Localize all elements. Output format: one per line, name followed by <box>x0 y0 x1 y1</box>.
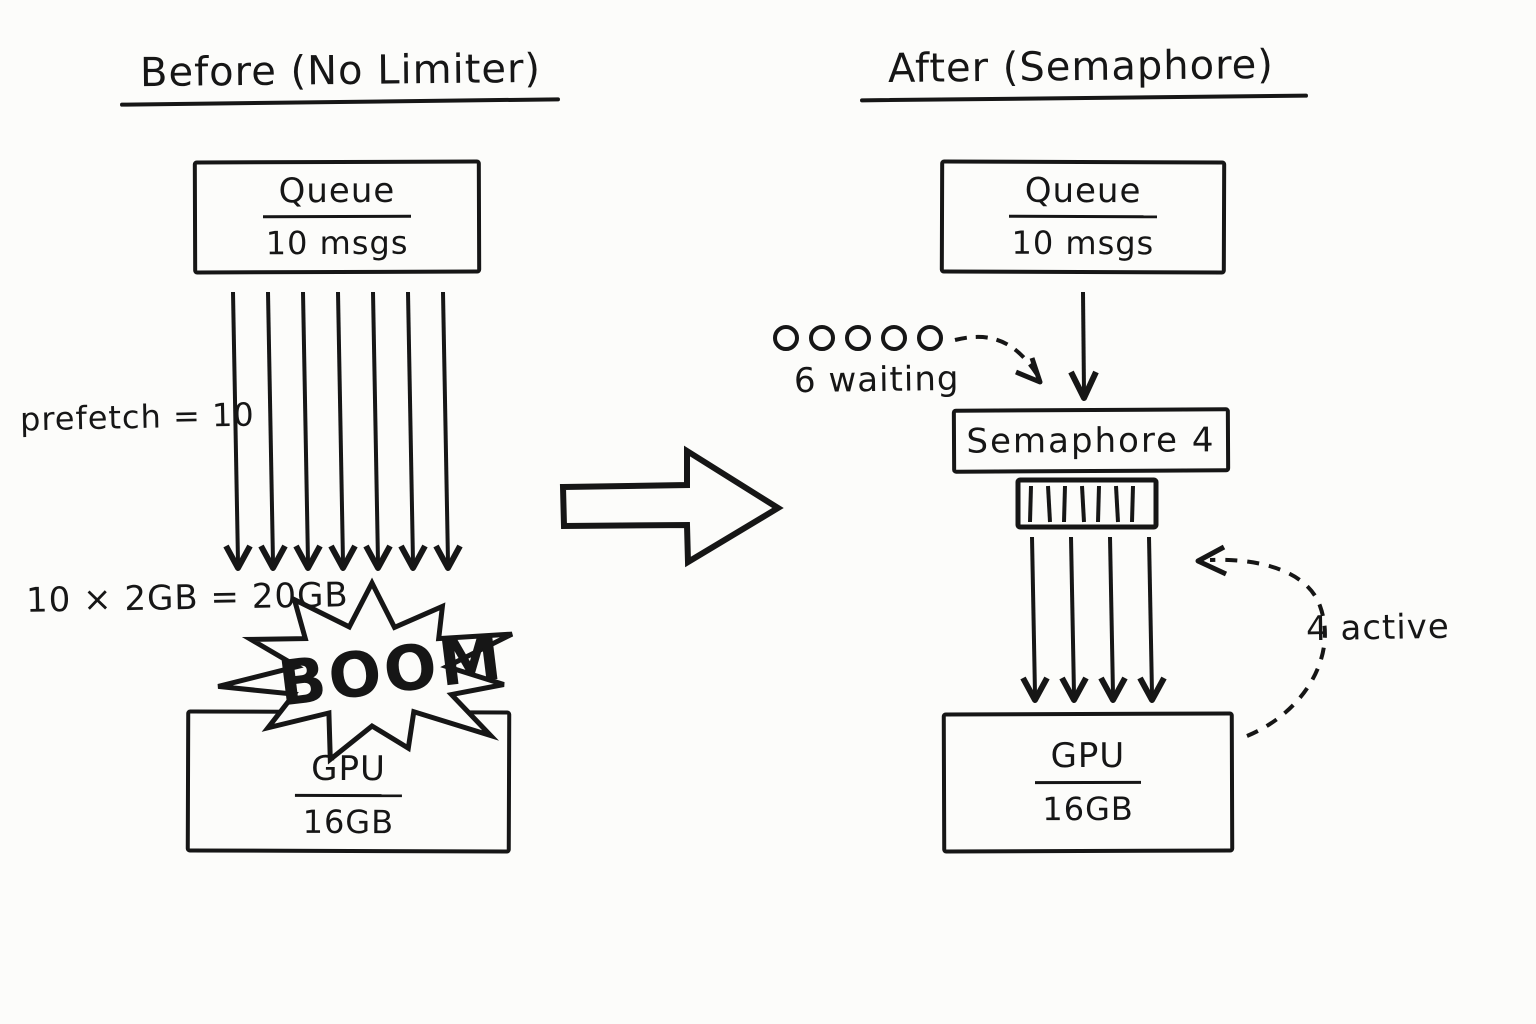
waiting-label: 6 waiting <box>793 358 960 402</box>
after-title-underline <box>859 93 1309 103</box>
before-queue-title: Queue <box>262 170 412 219</box>
queue-to-semaphore-arrow <box>1068 291 1099 401</box>
before-queue-subtitle: 10 msgs <box>265 223 409 263</box>
semaphore-gate <box>1015 477 1159 530</box>
after-gpu-title: GPU <box>1034 736 1142 784</box>
after-gpu-subtitle: 16GB <box>1042 789 1134 828</box>
waiting-token-circles <box>773 325 943 351</box>
before-queue-box: Queue 10 msgs <box>192 159 482 275</box>
prefetch-label: prefetch = 10 <box>19 395 256 439</box>
after-gpu-box: GPU 16GB <box>941 711 1235 854</box>
before-gpu-subtitle: 16GB <box>302 802 395 841</box>
active-label: 4 active <box>1305 606 1451 650</box>
waiting-dashed-arrow <box>954 334 1043 385</box>
before-title-underline <box>119 97 561 107</box>
memory-math-label: 10 × 2GB = 20GB <box>25 575 350 621</box>
prefetch-arrows <box>223 291 463 571</box>
after-queue-subtitle: 10 msgs <box>1011 223 1155 263</box>
after-queue-title: Queue <box>1008 170 1158 219</box>
boom-label: BOOM <box>274 620 508 721</box>
after-title: After (Semaphore) <box>887 41 1275 93</box>
before-gpu-box: GPU 16GB <box>185 709 512 854</box>
before-title: Before (No Limiter) <box>139 45 542 97</box>
transition-arrow-icon <box>559 445 784 568</box>
semaphore-box: Semaphore 4 <box>951 407 1231 474</box>
active-arrows <box>1020 536 1167 703</box>
before-gpu-title: GPU <box>295 749 402 797</box>
gate-slats <box>1028 485 1135 523</box>
after-queue-box: Queue 10 msgs <box>939 159 1227 275</box>
semaphore-label: Semaphore 4 <box>966 419 1216 462</box>
